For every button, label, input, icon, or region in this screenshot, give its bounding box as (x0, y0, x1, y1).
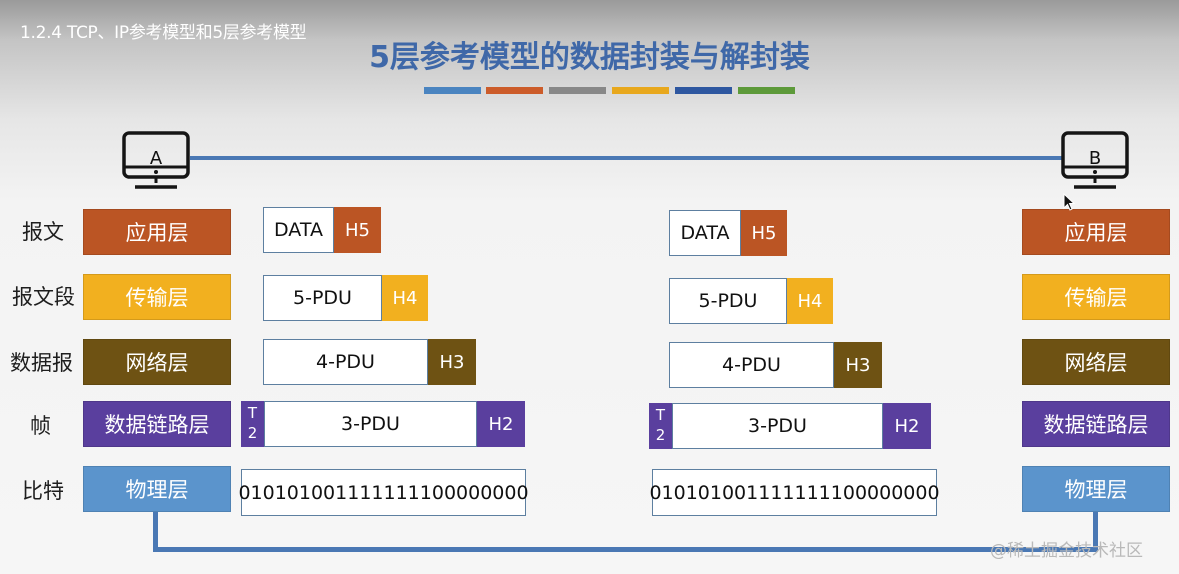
pdu-data-enc: DATA (263, 207, 334, 253)
trailer-t2-enc: T 2 (241, 401, 264, 447)
header-h2-enc: H2 (477, 401, 525, 447)
row-label-frame: 帧 (30, 414, 51, 438)
row-label-datagram: 数据报 (10, 351, 73, 375)
title-stripe-gray (549, 87, 606, 94)
bitstream-dec: 010101001111111100000000 (649, 469, 940, 516)
row-label-message: 报文 (22, 220, 64, 244)
top-link-line (190, 156, 1062, 160)
computer-b-icon (1061, 131, 1129, 189)
layer-application-b: 应用层 (1022, 209, 1170, 255)
watermark: @稀土掘金技术社区 (990, 541, 1143, 561)
trailer-t2-dec: T 2 (649, 403, 672, 449)
title-stripe-blue (424, 87, 481, 94)
pdu-4-enc: 4-PDU (263, 339, 428, 385)
bottom-link-right-vertical (1093, 512, 1098, 552)
header-h3-enc: H3 (428, 339, 476, 385)
row-label-segment: 报文段 (12, 285, 75, 309)
header-h5-dec: H5 (741, 210, 787, 256)
computer-a-icon (122, 131, 190, 189)
pdu-5-dec: 5-PDU (669, 278, 787, 324)
layer-application-a: 应用层 (83, 209, 231, 255)
host-a-label: A (149, 148, 163, 169)
layer-physical-b: 物理层 (1022, 466, 1170, 512)
layer-datalink-a: 数据链路层 (83, 401, 231, 447)
layer-transport-b: 传输层 (1022, 274, 1170, 320)
layer-datalink-b: 数据链路层 (1022, 401, 1170, 447)
pdu-5-enc: 5-PDU (263, 275, 382, 321)
breadcrumb: 1.2.4 TCP、IP参考模型和5层参考模型 (20, 23, 307, 43)
pdu-4-dec: 4-PDU (669, 342, 834, 388)
page-title: 5层参考模型的数据封装与解封装 (369, 40, 810, 75)
title-stripe-green (738, 87, 795, 94)
layer-transport-a: 传输层 (83, 274, 231, 320)
layer-network-b: 网络层 (1022, 339, 1170, 385)
header-h5-enc: H5 (334, 207, 381, 253)
header-h4-dec: H4 (787, 278, 833, 324)
layer-network-a: 网络层 (83, 339, 231, 385)
row-label-bit: 比特 (22, 479, 64, 503)
header-h4-enc: H4 (382, 275, 428, 321)
header-h2-dec: H2 (883, 403, 931, 449)
trailer-t2-dec-bottom: 2 (655, 426, 666, 444)
layer-physical-a: 物理层 (83, 466, 231, 512)
mouse-cursor-icon (1063, 193, 1076, 211)
pdu-3-dec: 3-PDU (672, 403, 883, 449)
bottom-link-left-vertical (153, 512, 158, 552)
title-stripe-orange (486, 87, 543, 94)
bottom-link-horizontal (153, 547, 1098, 552)
pdu-data-dec: DATA (669, 210, 741, 256)
title-stripe-yellow (612, 87, 669, 94)
title-stripe-navy (675, 87, 732, 94)
trailer-t2-dec-top: T (655, 406, 666, 424)
header-h3-dec: H3 (834, 342, 882, 388)
pdu-3-enc: 3-PDU (264, 401, 477, 447)
bitstream-enc: 010101001111111100000000 (238, 469, 529, 516)
host-b-label: B (1088, 148, 1102, 169)
trailer-t2-enc-top: T (247, 404, 258, 422)
trailer-t2-enc-bottom: 2 (247, 424, 258, 442)
